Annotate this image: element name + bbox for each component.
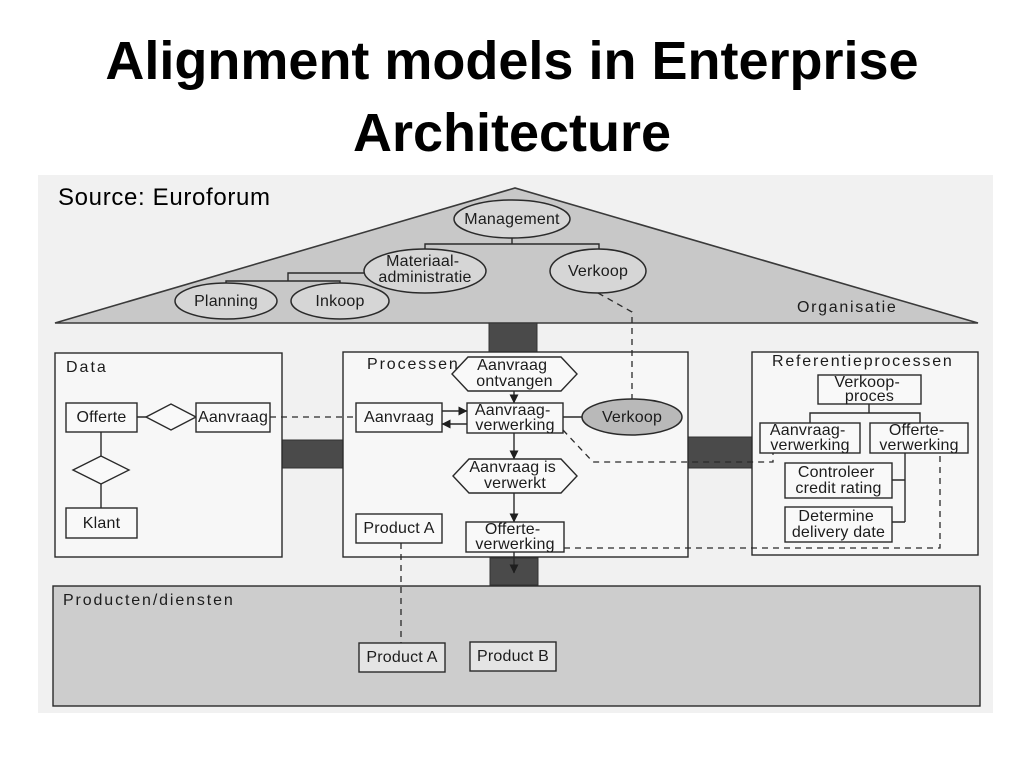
event-verwerkt-line-1: Aanvraag is xyxy=(469,459,556,476)
offerte-verwerking-label: Offerte- verwerking xyxy=(475,521,554,553)
materiaal-label-line-2: administratie xyxy=(378,269,471,286)
ref-offerte-verwerking-label: Offerte- verwerking xyxy=(879,422,958,454)
aanvraag-entity-label: Aanvraag xyxy=(198,409,268,426)
aanvraag-verwerking-line-2: verwerking xyxy=(475,417,554,434)
offerte-entity-label: Offerte xyxy=(76,409,126,426)
relation-diamond-vertical xyxy=(71,455,131,485)
processen-title: Processen xyxy=(367,356,458,373)
connector-block-top xyxy=(488,322,538,353)
event-verwerkt-line-2: verwerkt xyxy=(484,475,546,492)
management-label: Management xyxy=(464,211,560,228)
verkoop-org-label: Verkoop xyxy=(568,263,628,280)
ref-controleer-line-1: Controleer xyxy=(798,464,875,481)
connector-block-left xyxy=(281,439,346,469)
event-aanvraag-ontvangen-label: Aanvraag ontvangen xyxy=(476,357,553,390)
dashed-link-verkoop-org-to-process xyxy=(597,292,633,399)
aanvraag-verwerking-line-1: Aanvraag- xyxy=(475,402,551,419)
ref-verkoop-proces-line-1: Verkoop- xyxy=(834,374,900,391)
klant-entity xyxy=(65,507,138,539)
product-a-label: Product A xyxy=(366,649,437,666)
offerte-verwerking-process xyxy=(465,521,565,553)
dashed-link-aanvraag-verwerking-to-ref xyxy=(562,429,774,463)
organisatie-label: Organisatie xyxy=(797,299,896,316)
ref-verkoop-proces-line-2: proces xyxy=(845,388,894,405)
referentieprocessen-panel: Referentieprocessen Verkoop- proces Aanv… xyxy=(751,351,979,556)
event-aanvraag-ontvangen xyxy=(451,356,578,392)
ref-determine-label: Determine delivery date xyxy=(792,508,885,541)
offerte-verwerking-line-2: verwerking xyxy=(475,536,554,553)
event-ontvangen-line-2: ontvangen xyxy=(476,373,553,390)
ref-determine-delivery-date xyxy=(784,506,893,543)
ref-offerte-verwerking-line-1: Offerte- xyxy=(889,422,945,439)
ref-aanvraag-verwerking-label: Aanvraag- verwerking xyxy=(770,422,850,454)
ref-offerte-verwerking xyxy=(869,422,969,454)
ref-controleer-line-2: credit rating xyxy=(795,480,881,497)
referentieprocessen-title: Referentieprocessen xyxy=(772,353,952,370)
producten-frame xyxy=(52,585,981,707)
slide-title-line-2: Architecture xyxy=(352,103,672,163)
event-aanvraag-is-verwerkt-label: Aanvraag is verwerkt xyxy=(469,459,560,492)
planning-label: Planning xyxy=(194,293,258,310)
product-a-process-object-label: Product A xyxy=(363,520,434,537)
event-ontvangen-line-1: Aanvraag xyxy=(477,357,547,374)
materiaal-label-line-1: Materiaal- xyxy=(386,253,459,270)
enterprise-architecture-diagram: Source: Euroforum Management Materiaal- … xyxy=(38,175,993,713)
product-a xyxy=(358,642,446,673)
product-a-process-object xyxy=(355,513,443,544)
ref-determine-line-2: delivery date xyxy=(792,524,885,541)
aanvraag-verwerking-process xyxy=(466,402,564,434)
slide-title-line-1: Alignment models in Enterprise xyxy=(105,31,919,91)
data-title: Data xyxy=(66,359,106,376)
data-panel: Data Offerte Aanvraag Klant xyxy=(54,352,283,558)
ref-controleer-credit-rating xyxy=(784,462,893,499)
aanvraag-process-object xyxy=(355,402,443,433)
ref-verkoop-proces-label: Verkoop- proces xyxy=(834,374,904,405)
klant-entity-label: Klant xyxy=(83,515,121,532)
org-connector-management xyxy=(424,238,600,249)
management-node xyxy=(453,199,571,239)
ref-aanvraag-verwerking xyxy=(759,422,861,454)
offerte-entity xyxy=(65,402,138,433)
product-b xyxy=(469,641,557,672)
ref-aanvraag-verwerking-line-1: Aanvraag- xyxy=(770,422,846,439)
offerte-verwerking-line-1: Offerte- xyxy=(485,521,541,538)
dashed-link-offerte-verwerking-to-ref xyxy=(564,453,941,549)
product-b-label: Product B xyxy=(477,648,549,665)
source-caption: Source: Euroforum xyxy=(58,184,270,211)
org-connector-materiaal xyxy=(225,272,364,283)
ref-offerte-verwerking-line-2: verwerking xyxy=(879,437,958,454)
ref-controleer-label: Controleer credit rating xyxy=(795,464,881,497)
connector-block-right xyxy=(687,436,754,469)
event-aanvraag-is-verwerkt xyxy=(452,458,578,494)
processen-panel: Processen Aanvraag ontvangen Aanvraag Aa… xyxy=(342,351,689,558)
aanvraag-verwerking-label: Aanvraag- verwerking xyxy=(475,402,555,434)
materiaal-administratie-label: Materiaal- administratie xyxy=(378,253,471,286)
ref-tree-lines xyxy=(809,404,921,523)
ref-aanvraag-verwerking-line-2: verwerking xyxy=(770,437,849,454)
planning-node xyxy=(174,282,278,320)
producten-title: Producten/diensten xyxy=(63,592,233,609)
slide-title: Alignment models in Enterprise Architect… xyxy=(0,0,1024,170)
materiaal-administratie-node xyxy=(363,248,487,294)
inkoop-node xyxy=(290,282,390,320)
verkoop-process-role-label: Verkoop xyxy=(602,409,662,426)
aanvraag-process-object-label: Aanvraag xyxy=(364,409,434,426)
producten-panel: Producten/diensten Product A Product B xyxy=(52,585,981,707)
ref-verkoop-proces xyxy=(817,374,922,405)
ref-determine-line-1: Determine xyxy=(798,508,874,525)
inkoop-label: Inkoop xyxy=(315,293,364,310)
